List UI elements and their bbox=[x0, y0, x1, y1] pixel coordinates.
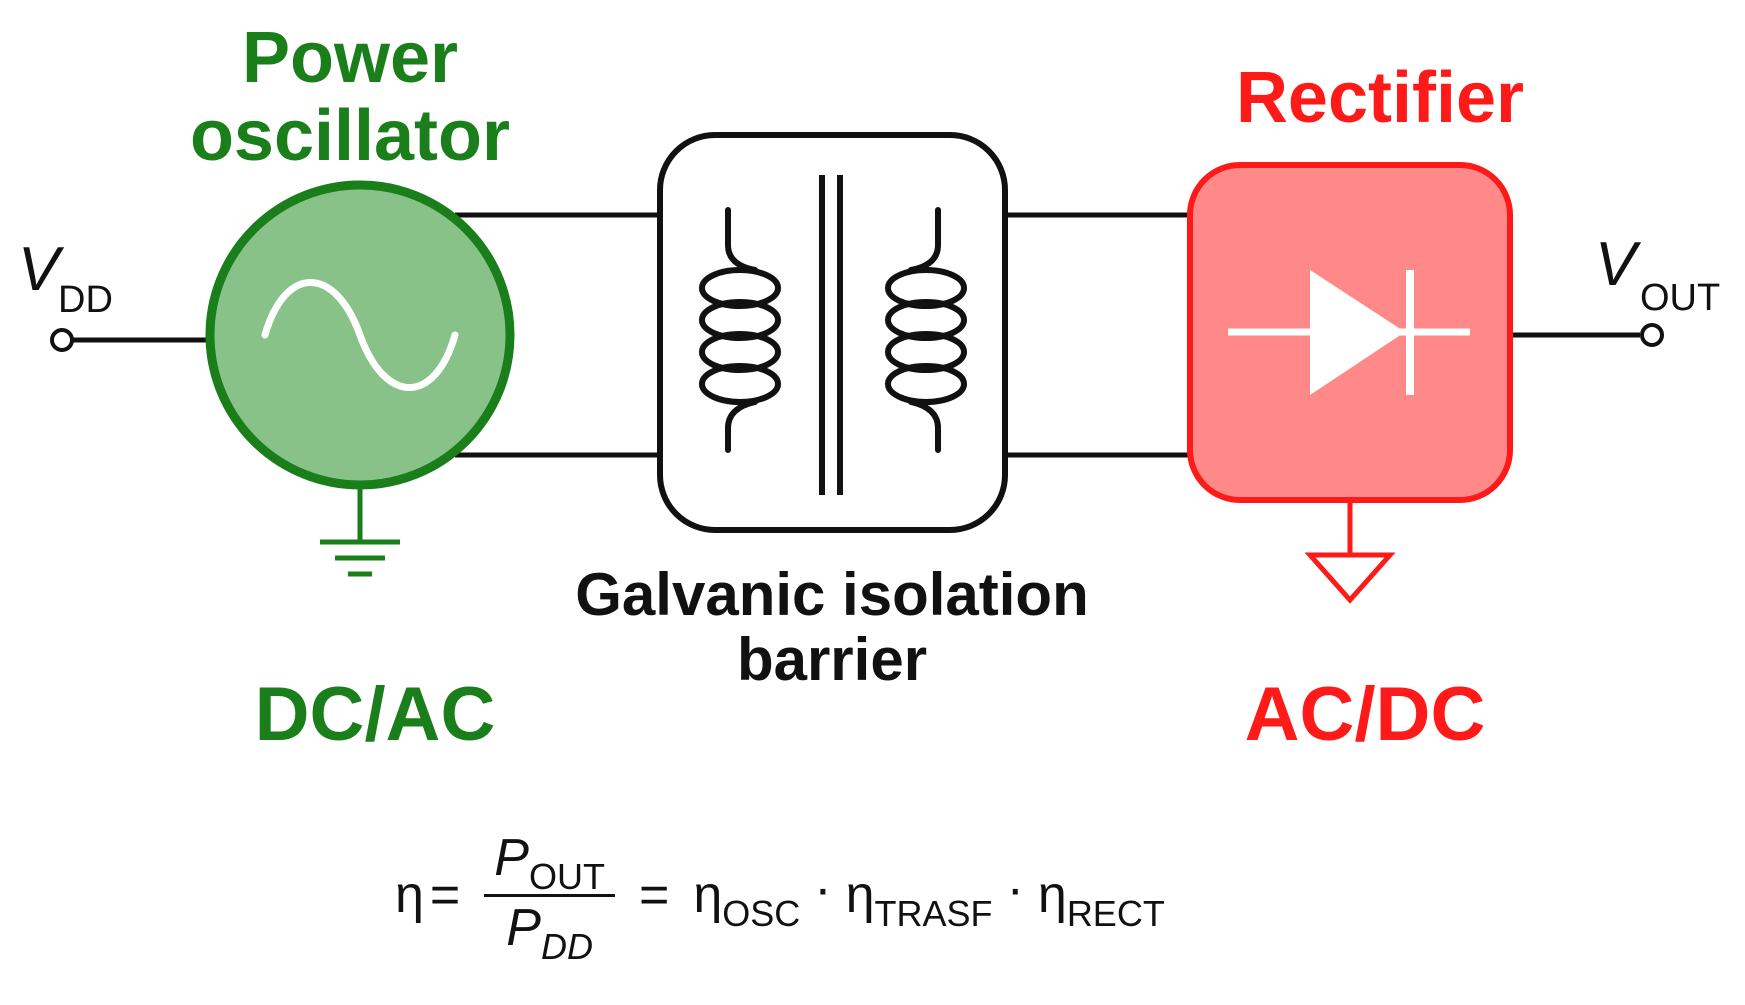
transformer bbox=[657, 132, 1008, 533]
equals-sign-2: = bbox=[638, 866, 670, 924]
vout-label: V bbox=[1595, 230, 1642, 299]
wires bbox=[70, 212, 1640, 458]
rectifier-function-label: AC/DC bbox=[1245, 672, 1486, 757]
numerator-subscript: OUT bbox=[528, 855, 605, 897]
diode-icon bbox=[1228, 270, 1470, 395]
transformer-label-line1: Galvanic isolation bbox=[575, 561, 1089, 628]
oscillator-function-label: DC/AC bbox=[255, 672, 496, 757]
numerator-symbol: P bbox=[494, 828, 529, 887]
fraction-bar bbox=[484, 893, 615, 897]
vdd-terminal-icon bbox=[50, 328, 74, 352]
eta-osc: ηOSC bbox=[693, 866, 801, 934]
vdd-subscript: DD bbox=[58, 279, 113, 321]
eta-symbol: η bbox=[395, 866, 424, 924]
rectifier-title: Rectifier bbox=[1236, 58, 1524, 138]
inductor-coil-icon bbox=[699, 207, 781, 453]
power-ratio-fraction: POUT PDD bbox=[484, 827, 615, 967]
eta-rect: ηRECT bbox=[1037, 866, 1165, 934]
eta-trasf-subscript: TRASF bbox=[874, 893, 993, 934]
ground-icon bbox=[320, 485, 400, 577]
eta-trasf: ηTRASF bbox=[845, 866, 993, 934]
sine-wave-icon bbox=[261, 279, 459, 391]
vout-subscript: OUT bbox=[1640, 277, 1720, 319]
oscillator-title-line2: oscillator bbox=[190, 96, 510, 176]
multiply-dot-1: · bbox=[814, 860, 832, 918]
denominator-subscript: DD bbox=[540, 925, 593, 967]
fraction-denominator: PDD bbox=[496, 897, 603, 967]
signal-ground-icon bbox=[1304, 500, 1396, 604]
eta-rect-subscript: RECT bbox=[1066, 893, 1165, 934]
transformer-label-line2: barrier bbox=[737, 626, 927, 693]
denominator-symbol: P bbox=[506, 898, 541, 957]
power-oscillator bbox=[205, 180, 515, 577]
inductor-coil-icon bbox=[885, 207, 967, 453]
rectifier bbox=[1187, 162, 1513, 604]
transformer-box bbox=[657, 132, 1008, 533]
eta-osc-subscript: OSC bbox=[722, 893, 801, 934]
oscillator-title-line1: Power bbox=[242, 18, 458, 98]
vout-terminal-icon bbox=[1640, 323, 1664, 347]
vdd-label: V bbox=[18, 235, 65, 304]
fraction-numerator: POUT bbox=[484, 827, 615, 897]
multiply-dot-2: · bbox=[1006, 860, 1024, 918]
equals-sign: = bbox=[429, 866, 461, 924]
efficiency-equation: η = POUT PDD = ηOSC · ηTRASF · ηRECT bbox=[395, 815, 1165, 975]
